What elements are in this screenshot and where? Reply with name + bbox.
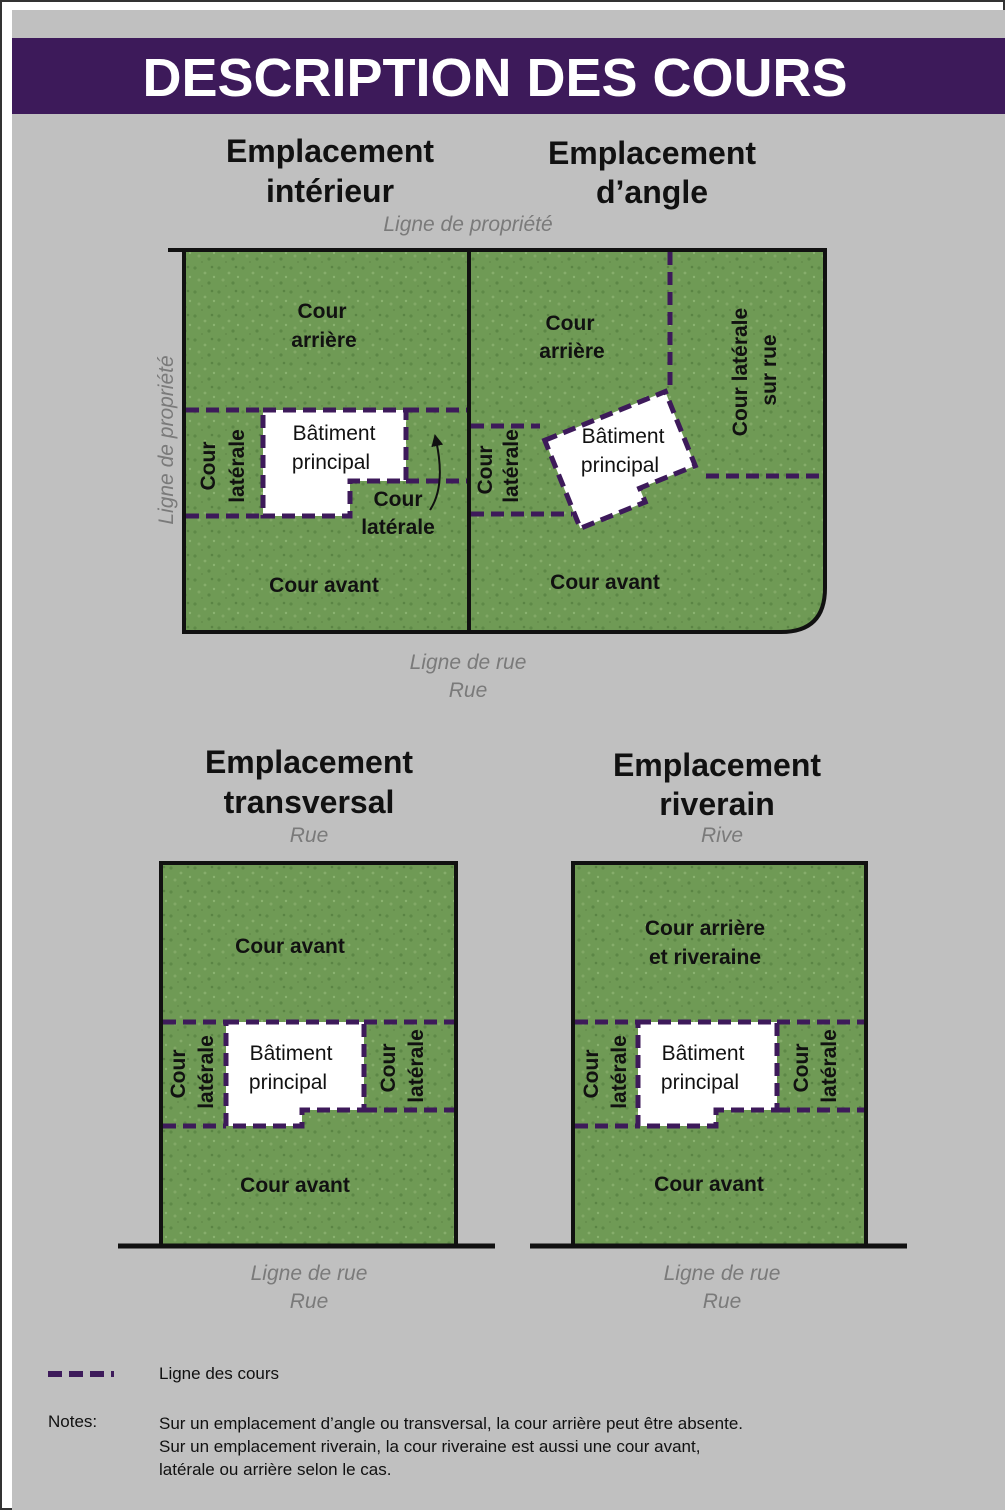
riparian-building-line2: principal bbox=[661, 1071, 739, 1094]
riparian-lot-border bbox=[571, 861, 868, 1245]
corner-side-yard-left-line1: Cour bbox=[474, 446, 497, 495]
riparian-side-yard-left-line1: Cour bbox=[580, 1050, 603, 1099]
through-side-yard-right-line2: latérale bbox=[405, 1029, 428, 1103]
notes-line-1: Sur un emplacement d’angle ou transversa… bbox=[159, 1414, 743, 1433]
riparian-main-building bbox=[635, 1019, 780, 1129]
top-street-label: Rue bbox=[449, 679, 488, 702]
through-building-line2: principal bbox=[249, 1071, 327, 1094]
corner-side-yard-left-line2: latérale bbox=[500, 429, 523, 503]
riparian-lot-top-label: Rive bbox=[701, 824, 743, 847]
riparian-side-yard-left-line2: latérale bbox=[608, 1035, 631, 1109]
interior-side-yard-right-line1: Cour bbox=[374, 488, 423, 511]
through-side-yard-left-line1: Cour bbox=[167, 1050, 190, 1099]
page-title: DESCRIPTION DES COURS bbox=[142, 48, 847, 108]
corner-lot-title-line2: d’angle bbox=[596, 174, 708, 210]
corner-front-yard: Cour avant bbox=[550, 571, 660, 594]
corner-lot-title-line1: Emplacement bbox=[548, 135, 756, 171]
through-lot-title-line1: Emplacement bbox=[205, 744, 413, 780]
through-lot-top-label: Rue bbox=[290, 824, 329, 847]
through-front-yard-bottom: Cour avant bbox=[240, 1174, 350, 1197]
riparian-front-yard: Cour avant bbox=[654, 1173, 764, 1196]
riparian-rear-yard-line1: Cour arrière bbox=[645, 917, 765, 940]
interior-rear-yard-line2: arrière bbox=[291, 329, 356, 352]
through-main-building bbox=[223, 1019, 367, 1129]
top-street-line-label: Ligne de rue bbox=[410, 651, 527, 674]
interior-side-yard-left-line2: latérale bbox=[226, 429, 249, 503]
through-building-line1: Bâtiment bbox=[250, 1042, 333, 1065]
interior-side-yard-left-line1: Cour bbox=[197, 442, 220, 491]
through-front-yard-top: Cour avant bbox=[235, 935, 345, 958]
interior-side-yard-right-line2: latérale bbox=[361, 516, 435, 539]
corner-rear-yard-line1: Cour bbox=[546, 312, 595, 335]
riparian-building-line1: Bâtiment bbox=[662, 1042, 745, 1065]
riparian-lot-title-line2: riverain bbox=[659, 786, 775, 822]
street-side-yard-line2: sur rue bbox=[758, 334, 781, 405]
riparian-side-yard-right-line2: latérale bbox=[818, 1029, 841, 1103]
interior-building-line1: Bâtiment bbox=[293, 422, 376, 445]
legend-label: Ligne des cours bbox=[159, 1364, 279, 1383]
corner-main-building-outline bbox=[541, 388, 699, 532]
through-street-line-label: Ligne de rue bbox=[251, 1262, 368, 1285]
corner-main-building bbox=[541, 388, 699, 532]
corner-building-line1: Bâtiment bbox=[582, 425, 665, 448]
through-side-yard-right-line1: Cour bbox=[377, 1044, 400, 1093]
riparian-street-label: Rue bbox=[703, 1290, 742, 1313]
interior-main-building bbox=[260, 407, 409, 519]
riparian-rear-yard-line2: et riveraine bbox=[649, 946, 761, 969]
top-lots-border bbox=[168, 248, 827, 634]
interior-lot-title-line1: Emplacement bbox=[226, 133, 434, 169]
through-side-yard-left-line2: latérale bbox=[195, 1035, 218, 1109]
notes-heading: Notes: bbox=[48, 1412, 97, 1431]
interior-lot-title-line2: intérieur bbox=[266, 173, 394, 209]
title-banner bbox=[12, 38, 1005, 114]
street-side-yard-line1: Cour latérale bbox=[729, 308, 752, 436]
riparian-street-line-label: Ligne de rue bbox=[664, 1262, 781, 1285]
corner-rear-yard-line2: arrière bbox=[539, 340, 604, 363]
side-yard-arrow bbox=[429, 434, 444, 511]
interior-building-line2: principal bbox=[292, 451, 370, 474]
interior-front-yard: Cour avant bbox=[269, 574, 379, 597]
property-line-top-label: Ligne de propriété bbox=[383, 213, 552, 236]
top-lots-grass bbox=[184, 250, 825, 632]
through-street-label: Rue bbox=[290, 1290, 329, 1313]
through-lot-border bbox=[159, 861, 458, 1245]
riparian-lot-title-line1: Emplacement bbox=[613, 747, 821, 783]
through-lot-title-line2: transversal bbox=[224, 784, 395, 820]
corner-building-line2: principal bbox=[581, 454, 659, 477]
notes-line-3: latérale ou arrière selon le cas. bbox=[159, 1460, 391, 1479]
property-line-side-label: Ligne de propriété bbox=[155, 355, 178, 524]
riparian-side-yard-right-line1: Cour bbox=[790, 1044, 813, 1093]
interior-rear-yard-line1: Cour bbox=[298, 300, 347, 323]
notes-line-2: Sur un emplacement riverain, la cour riv… bbox=[159, 1437, 700, 1456]
